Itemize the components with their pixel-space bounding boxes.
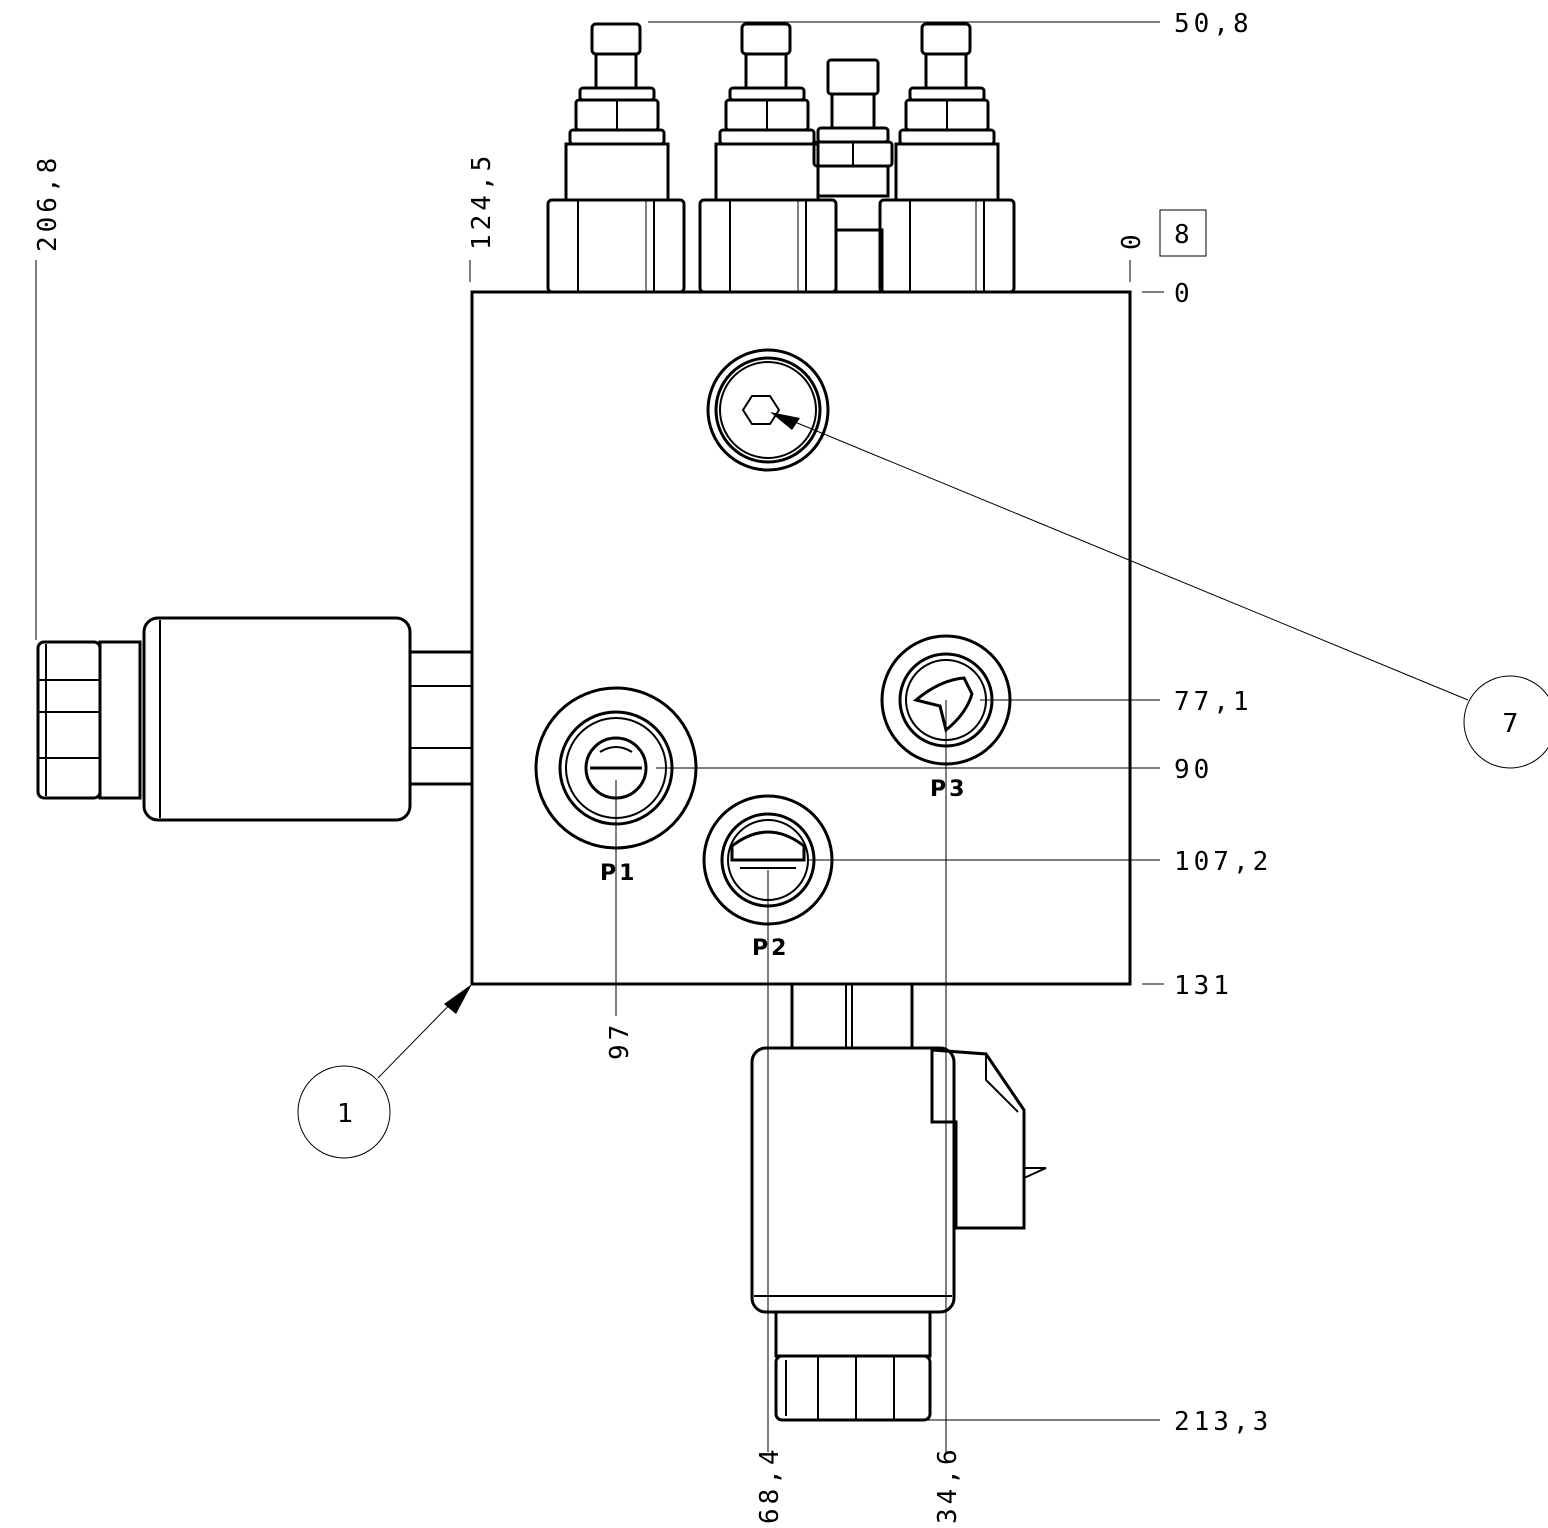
dim-zero-horizontal: 0 [1174,279,1194,309]
dim-zero-vertical: 0 [1117,230,1147,250]
boxed-reference-text: 8 [1174,220,1194,250]
dim-bottom-right: 131 [1174,971,1233,1001]
port-label-p2: P2 [752,936,789,961]
cartridge-valve-middle [698,22,838,294]
balloon-1: 1 [297,1065,391,1159]
dim-p2-right: 107,2 [1174,847,1272,877]
port-label-p1: P1 [600,861,637,886]
dim-p3-right: 77,1 [1174,687,1253,717]
cartridge-valve-right [878,22,1016,294]
leader-block [377,984,472,1079]
balloon-1-text: 1 [337,1099,354,1129]
relief-valve-center [812,58,894,294]
solenoid-bottom [750,982,1047,1422]
balloon-7: 7 [1463,675,1548,769]
dim-p3-bottom: 34,6 [933,1445,963,1524]
solenoid-left [36,616,474,822]
leader-plug [770,412,1469,701]
dim-top-vertical: 124,5 [467,152,497,250]
dim-p2-bottom: 68,4 [755,1445,785,1524]
boxed-reference: 8 [1159,209,1207,257]
port-plug [706,348,830,472]
dim-p1-bottom: 97 [605,1021,635,1060]
dim-left-vertical: 206,8 [33,154,63,252]
dimension-lines [35,21,1164,1452]
cartridge-valve-left [546,22,686,294]
manifold-block [470,290,1132,986]
dim-top-right: 50,8 [1174,9,1253,39]
dim-coil-bottom: 213,3 [1174,1407,1272,1437]
dim-p1-right: 90 [1174,755,1213,785]
port-label-p3: P3 [930,777,967,802]
balloon-7-text: 7 [1502,709,1519,739]
